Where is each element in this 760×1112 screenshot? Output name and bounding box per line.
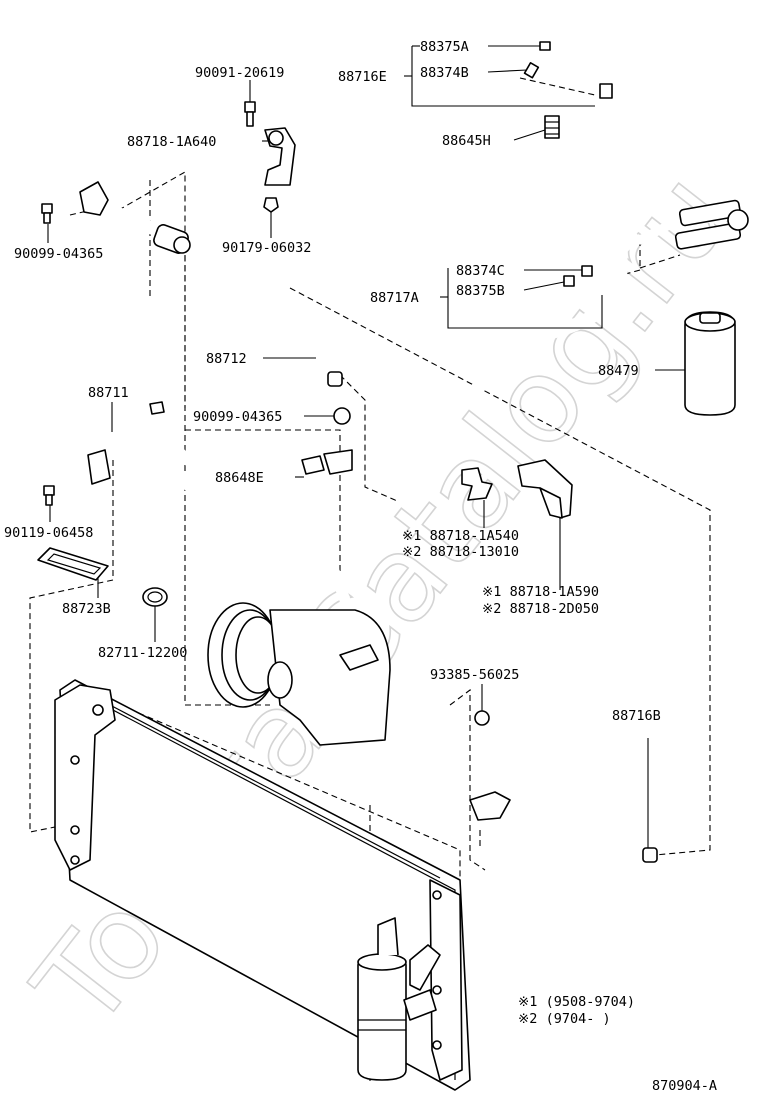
bracket-88718-1A540 bbox=[461, 467, 493, 501]
label-90091-20619: 90091-20619 bbox=[195, 65, 284, 81]
legend-note2-date-range: ※2 (9704- ) bbox=[518, 1011, 611, 1027]
figure-id: 870904-A bbox=[652, 1078, 717, 1094]
label-note2-88718-13010: ※2 88718-13010 bbox=[402, 544, 519, 560]
compressor bbox=[207, 602, 391, 746]
hose-88717A bbox=[393, 231, 639, 505]
label-90179-06032: 90179-06032 bbox=[222, 240, 311, 256]
brackets-88648E bbox=[149, 401, 353, 475]
label-88716E: 88716E bbox=[338, 69, 387, 85]
label-88645H: 88645H bbox=[442, 133, 491, 149]
label-88648E: 88648E bbox=[215, 470, 264, 486]
receiver-outlet-fitting bbox=[674, 199, 749, 250]
muffler-88711-fitting bbox=[87, 449, 111, 485]
cap-88375A bbox=[539, 41, 551, 51]
fitting-88712-end bbox=[327, 371, 343, 387]
label-90119-06458: 90119-06458 bbox=[4, 525, 93, 541]
hose-88716E bbox=[290, 84, 616, 286]
label-88712: 88712 bbox=[206, 351, 247, 367]
label-90099-04365-b: 90099-04365 bbox=[193, 409, 282, 425]
seal-90099-04365-b bbox=[333, 407, 351, 425]
label-88716B: 88716B bbox=[612, 708, 661, 724]
legend-note1-date-range: ※1 (9508-9704) bbox=[518, 994, 635, 1010]
bracket-88718-1A640 bbox=[264, 127, 296, 186]
label-90099-04365-a: 90099-04365 bbox=[14, 246, 103, 262]
fitting-88716B bbox=[469, 791, 658, 863]
label-88711: 88711 bbox=[88, 385, 129, 401]
valve-88374C-88375B bbox=[563, 83, 613, 287]
label-88375A-top: 88375A bbox=[420, 39, 469, 55]
label-88479: 88479 bbox=[598, 363, 639, 379]
hose-88716B bbox=[483, 805, 657, 888]
clamp-82711-12200 bbox=[142, 587, 168, 607]
valve-88374B bbox=[523, 62, 540, 79]
muffler-fitting-top-left bbox=[79, 181, 191, 254]
label-note1-88718-1A540: ※1 88718-1A540 bbox=[402, 528, 519, 544]
leader-lines bbox=[47, 45, 685, 848]
label-88718-1A640: 88718-1A640 bbox=[127, 134, 216, 150]
label-88374B: 88374B bbox=[420, 65, 469, 81]
label-93385-56025: 93385-56025 bbox=[430, 667, 519, 683]
seal-93385-56025 bbox=[474, 710, 490, 726]
label-88717A: 88717A bbox=[370, 290, 419, 306]
bolt-90119-06458 bbox=[43, 485, 55, 506]
bolt-90099-04365-a bbox=[41, 203, 53, 224]
receiver-dryer-on-condenser bbox=[357, 917, 441, 1081]
label-82711-12200: 82711-12200 bbox=[98, 645, 187, 661]
part-labels: 88375A 88374B 88716E 90091-20619 88718-1… bbox=[4, 39, 717, 1094]
label-88374C: 88374C bbox=[456, 263, 505, 279]
label-note1-88718-1A590: ※1 88718-1A590 bbox=[482, 584, 599, 600]
bolt-90091-20619 bbox=[244, 101, 256, 127]
switch-88645H bbox=[544, 115, 560, 139]
label-88723B: 88723B bbox=[62, 601, 111, 617]
receiver-88479 bbox=[684, 311, 736, 416]
hose-88648E bbox=[155, 410, 351, 606]
gasket-88723B bbox=[37, 547, 109, 581]
clip-90179-06032 bbox=[263, 197, 279, 213]
label-note2-88718-2D050: ※2 88718-2D050 bbox=[482, 601, 599, 617]
label-88375B: 88375B bbox=[456, 283, 505, 299]
